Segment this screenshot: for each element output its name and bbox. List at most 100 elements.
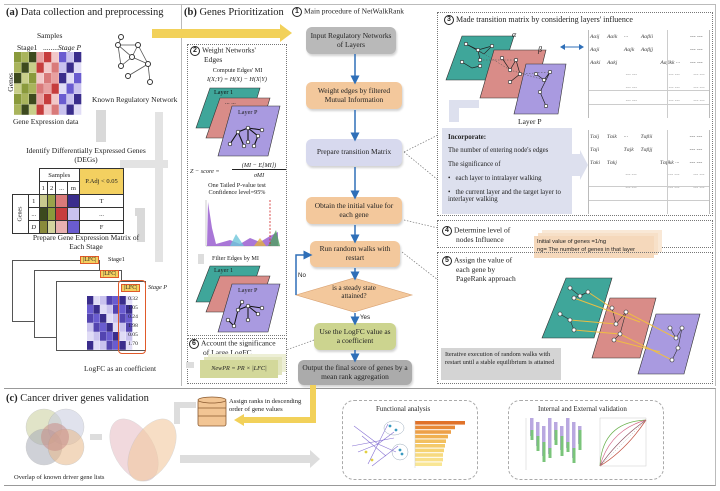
filter-edges-label: Filter Edges by MI [212,255,259,262]
lfc-value: 0.05 [128,332,138,338]
validation-bar-green [572,448,576,463]
stageP-heatmap-cell [119,296,126,305]
matrix-cell: --- --- [689,146,703,153]
stageP-heatmap-cell [87,323,94,332]
beta-label: β [538,45,542,54]
layerP-label-2: Layer P [238,287,258,294]
matrix-filler-cell: --- --- [625,186,637,191]
logfc-caption: LogFC as an coefficient [84,364,157,373]
panel-c-letter: (c) [6,393,18,404]
layerP-label: Layer P [238,109,258,116]
heatmap-cell [21,83,29,94]
deg-col-1: 1 [38,181,48,195]
panel-b-title-text: Genes Prioritization [199,7,284,18]
stageP-heatmap-cell [119,305,126,314]
yellow-arrow-return-h [244,417,316,423]
newpr-formula: NewPR = PR × |LFC| [211,365,267,372]
heatmap-cell [74,52,82,63]
validation-title: Internal and External validation [538,405,627,413]
stage1-label: Stage1 [17,43,38,52]
validation-bar-green [554,430,558,445]
matrix-cell: Tαβkk ··· [659,159,680,166]
initial-value-line2: ng= The number of genes in that layer [537,246,636,253]
gray-arrow-filter [198,254,204,264]
matrix-cell [623,56,640,69]
stageP-heatmap-cell [113,296,120,305]
matrix-cell: Tαβjj [640,146,653,153]
flow-input-networks: Input Regulatory Networks of Layers [306,27,396,54]
validation-bar-purple [572,422,576,458]
stageP-heatmap-cell [106,332,113,341]
step4-title-line2: nodes Influence [456,235,504,244]
iterative-note-box: Iterative execution of random walks with… [441,348,561,380]
heatmap-cell [74,94,82,105]
validation-bar-purple [566,418,570,448]
gene-network-graph [351,420,409,467]
matrix-filler-cell [589,69,606,82]
heatmap-cell [36,73,44,84]
flow-initial-value: Obtain the initial value for each gene [306,197,402,224]
stageP-heatmap-cell [113,332,120,341]
heatmap-cell [44,104,52,115]
panel-c-title-text: Cancer driver genes validation [20,393,149,404]
stageP-label: Stage P [58,43,82,52]
gray-arrow-venn [90,434,102,440]
matrix-cell: Tαki [590,159,601,166]
stageP-heatmap-cell [100,341,107,350]
heatmap-cell [21,94,29,105]
matrix-filler-cell [639,182,658,195]
incorporate-box: Incorporate: The number of entering node… [442,128,572,214]
heatmap-cell [59,62,67,73]
lfc-value: 1.05 [128,305,138,311]
stageP-heatmap-cell [106,323,113,332]
matrix-cell: --- --- [689,133,703,140]
matrix-filler-cell [606,69,623,82]
matrix-filler-cell: --- --- [693,73,705,78]
matrix-filler-cell: --- --- [693,199,705,204]
step6-box [187,338,287,384]
enrichment-bar [415,425,455,430]
known-regulatory-network [115,34,153,85]
stageP-heatmap-cell [87,314,94,323]
stageP-heatmap-cell [106,314,113,323]
validation-bar-green [566,442,570,452]
matrix-filler-cell: --- --- [625,199,637,204]
heatmap-cell [29,104,37,115]
stageP-heatmap-cell [113,323,120,332]
deg-table: Samples P.Adj < 0.05 1 2 ... m Genes 1 T… [12,168,124,234]
stageP-heatmap-cell [93,305,100,314]
zscore-lhs: Z − score = [190,168,220,175]
matrix-filler-cell: --- --- [668,86,680,91]
flow-yes-label: Yes [360,314,371,321]
step6-number: 6 [189,339,199,349]
filtered-layers-stack [195,265,281,333]
validation-bar-green [530,430,534,440]
gray-arrow-to-step6 [186,362,194,368]
zscore-denominator: σMI [253,172,265,179]
step4-number: 4 [442,226,452,236]
matrix-filler-cell: --- --- [625,173,637,178]
matrix-cell [623,156,640,169]
heatmap-cell [74,104,82,115]
matrix-filler-cell [589,82,606,95]
incorporate-bullet-2: • the current layer and the target layer… [448,189,561,203]
matrix-filler-cell [589,195,606,208]
matrix-cell [606,43,623,56]
heatmap-cell [51,73,59,84]
heatmap-cell [21,52,29,63]
matrix-filler-cell: --- --- [668,73,680,78]
enrichment-bar [415,448,444,453]
heatmap-cell [59,94,67,105]
enrichment-bar [415,462,442,466]
gray-arrow-down-1 [96,110,106,142]
node-g3 [135,42,141,48]
incorporate-bullet-1: • each layer to intralayer walking [448,175,542,182]
heatmap-cell [14,52,22,63]
stageP-heatmap-cell [106,296,113,305]
network-caption: Known Regulatory Network [92,95,178,104]
ptest-label: One Tailed P-value test Confidence level… [188,182,286,196]
heatmap-cell [51,62,59,73]
